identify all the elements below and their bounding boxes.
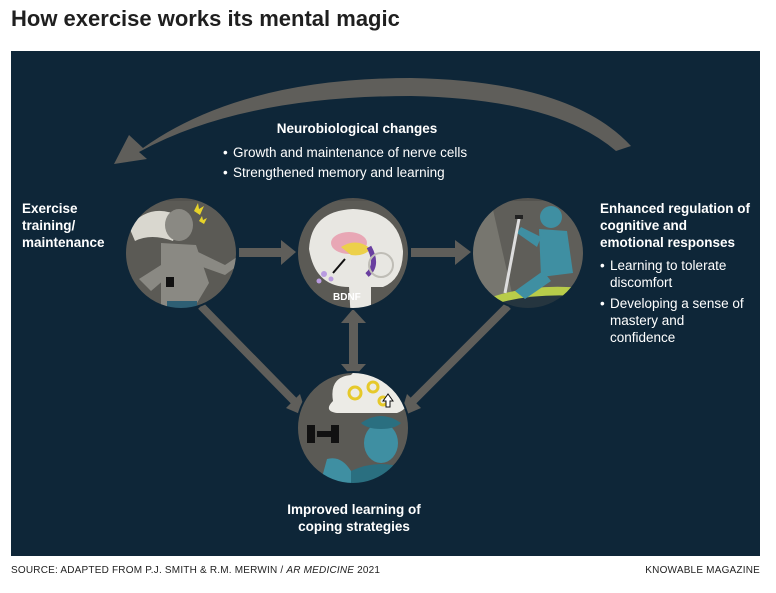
node-neurobiological-title: Neurobiological changes — [276, 121, 438, 136]
node-enhanced: Enhanced regulation of cognitive and emo… — [600, 200, 750, 346]
node-exercise-title: Exercise training/ maintenance — [22, 201, 105, 250]
bdnf-label: BDNF — [333, 292, 361, 303]
diagram-panel: BDNF Neurobiological changes Growth and … — [11, 51, 760, 556]
runner-illustration — [124, 196, 238, 310]
connector-enhanced-to-coping — [400, 303, 511, 417]
node-coping-title: Improved learning of coping strategies — [287, 502, 421, 534]
enhanced-bullet-2: Developing a sense of mastery and confid… — [600, 295, 750, 346]
source-year: 2021 — [354, 565, 381, 576]
brain-illustration — [296, 196, 410, 310]
publisher-credit: KNOWABLE MAGAZINE — [645, 565, 760, 576]
neuro-bullet-2: Strengthened memory and learning — [223, 164, 523, 181]
neuro-bullet-1: Growth and maintenance of nerve cells — [223, 144, 523, 161]
source-credit: SOURCE: ADAPTED FROM P.J. SMITH & R.M. M… — [11, 565, 380, 576]
source-prefix: SOURCE: ADAPTED FROM P.J. SMITH & R.M. M… — [11, 565, 287, 576]
enhanced-bullet-1: Learning to tolerate discomfort — [600, 257, 750, 291]
node-neurobiological: Neurobiological changes Growth and maint… — [223, 120, 523, 181]
connector-brain-to-coping — [341, 309, 366, 378]
connector-exercise-to-brain — [239, 240, 296, 265]
source-journal: AR MEDICINE — [286, 565, 355, 576]
feedback-arrow — [114, 78, 631, 164]
connector-exercise-to-coping — [198, 303, 307, 417]
page-title: How exercise works its mental magic — [11, 6, 400, 31]
node-enhanced-title: Enhanced regulation of cognitive and emo… — [600, 201, 751, 250]
connector-brain-to-enhanced — [411, 240, 471, 265]
climber-illustration — [471, 196, 585, 310]
diagram-graphic: BDNF — [114, 78, 631, 485]
thinker-illustration — [296, 371, 410, 485]
